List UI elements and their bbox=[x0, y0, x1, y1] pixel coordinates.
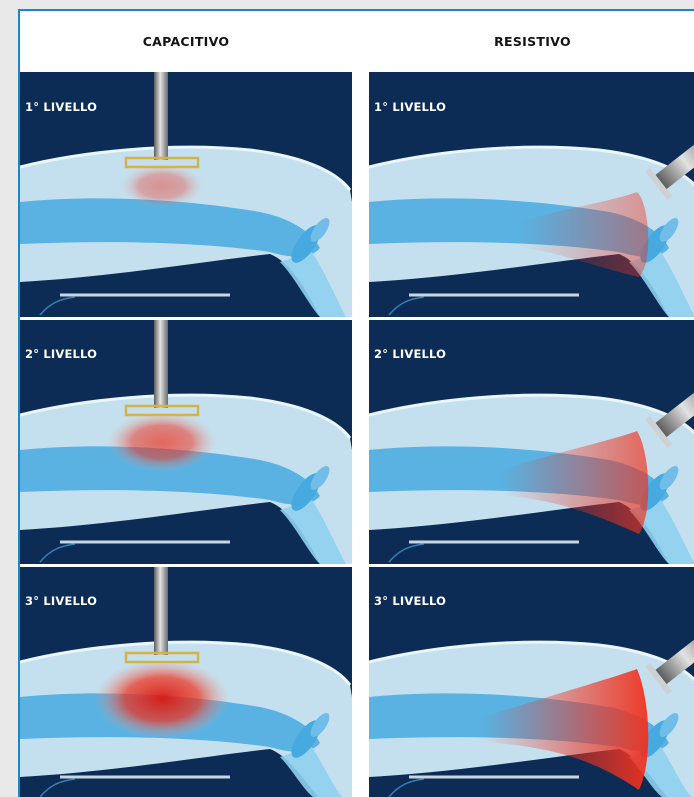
resistive-column-header: RESISTIVO bbox=[369, 11, 694, 72]
resistive-level-2-label: 2° LIVELLO bbox=[374, 347, 446, 361]
capacitive-level-1-label: 1° LIVELLO bbox=[25, 100, 97, 114]
capacitive-column-header: CAPACITIVO bbox=[20, 11, 352, 72]
capacitive-level-3-label: 3° LIVELLO bbox=[25, 594, 97, 608]
resistive-level-3-label: 3° LIVELLO bbox=[374, 594, 446, 608]
resistive-level-1-label: 1° LIVELLO bbox=[374, 100, 446, 114]
capacitive-level-2-label: 2° LIVELLO bbox=[25, 347, 97, 361]
diagram-frame: CAPACITIVO RESISTIVO bbox=[18, 9, 694, 797]
